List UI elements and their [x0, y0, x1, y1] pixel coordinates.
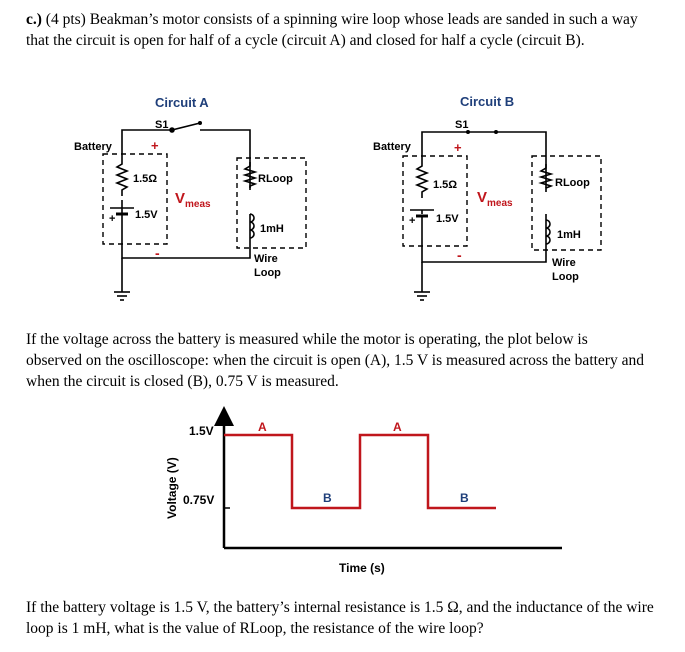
circuit-b-resistor — [414, 158, 430, 198]
circuit-a-resistor-label: 1.5Ω — [133, 173, 157, 185]
circuit-a-resistor — [114, 158, 130, 196]
circuit-a-plus: + — [151, 138, 159, 153]
chart-segment-label: B — [460, 491, 469, 505]
circuit-b-battery-label: Battery — [373, 141, 412, 153]
circuit-a-inductor — [249, 213, 255, 239]
chart-y-label: Voltage (V) — [165, 457, 179, 519]
circuit-b-ground-icon — [414, 262, 430, 301]
circuit-a-vmeas: Vmeas — [175, 190, 211, 210]
circuit-a-loop-box — [236, 157, 307, 249]
circuit-b-plus: + — [454, 140, 462, 155]
circuit-a-wire-loop-2: Loop — [254, 267, 281, 279]
circuit-b-resistor-label: 1.5Ω — [433, 179, 457, 191]
circuit-b-rloop-resistor — [538, 164, 554, 192]
circuit-b-wire-loop-2: Loop — [552, 271, 579, 283]
circuit-b-wire-loop-1: Wire — [552, 257, 576, 269]
circuit-b-vmeas: Vmeas — [477, 189, 513, 209]
circuit-a-inductor-label: 1mH — [260, 223, 284, 235]
circuit-a-battery-label: Battery — [74, 141, 113, 153]
circuit-b-title: Circuit B — [460, 94, 514, 109]
circuit-a-title: Circuit A — [155, 95, 209, 110]
circuit-b-battery-box — [402, 155, 468, 247]
circuit-a: Circuit A S1 Battery + 1.5Ω 1.5V + - Vme… — [74, 95, 307, 301]
chart-y-tick-label-low: 0.75V — [183, 493, 214, 507]
chart-series-line — [224, 433, 496, 510]
circuit-a-switch — [169, 121, 202, 133]
question-intro-text: (4 pts) Beakman’s motor consists of a sp… — [26, 11, 638, 49]
circuit-a-wire — [121, 129, 251, 259]
circuit-b-cell-plus: + — [409, 215, 415, 227]
chart-segment-label: A — [393, 420, 402, 434]
circuit-a-rloop-label: RLoop — [258, 173, 293, 185]
circuit-a-switch-label: S1 — [155, 119, 168, 131]
circuit-a-minus: - — [155, 245, 160, 261]
circuit-b-switch-label: S1 — [455, 119, 468, 131]
chart-segment-label: A — [258, 420, 267, 434]
circuit-b-rloop-label: RLoop — [555, 177, 590, 189]
chart-x-label: Time (s) — [339, 561, 385, 575]
circuit-b-minus: - — [457, 247, 462, 263]
circuit-b-inductor — [545, 219, 551, 245]
chart-segment-label: B — [323, 491, 332, 505]
question-middle: If the voltage across the battery is mea… — [26, 331, 644, 390]
question-intro: c.) (4 pts) Beakman’s motor consists of … — [26, 9, 651, 51]
circuit-b-cell — [410, 209, 434, 238]
circuit-b-switch — [466, 130, 498, 134]
circuit-a-wire-loop-1: Wire — [254, 253, 278, 265]
circuit-b-loop-box — [531, 155, 602, 251]
circuit-a-battery-box — [102, 153, 168, 245]
chart-y-tick-label-high: 1.5V — [189, 424, 214, 438]
question-label: c.) — [26, 11, 42, 28]
circuit-a-voltage-label: 1.5V — [135, 209, 158, 221]
circuit-a-rloop-resistor — [242, 162, 258, 190]
circuit-b-voltage-label: 1.5V — [436, 213, 459, 225]
question-final: If the battery voltage is 1.5 V, the bat… — [26, 599, 654, 637]
circuit-a-cell-plus: + — [109, 213, 115, 225]
voltage-chart: 1.5V 0.75V Voltage (V) Time (s) A B A B — [165, 406, 562, 575]
circuit-b: Circuit B S1 Battery + 1.5Ω 1.5V + - Vme… — [373, 94, 602, 301]
circuit-b-inductor-label: 1mH — [557, 229, 581, 241]
circuit-a-ground-icon — [114, 258, 130, 301]
circuit-a-cell — [110, 200, 134, 238]
